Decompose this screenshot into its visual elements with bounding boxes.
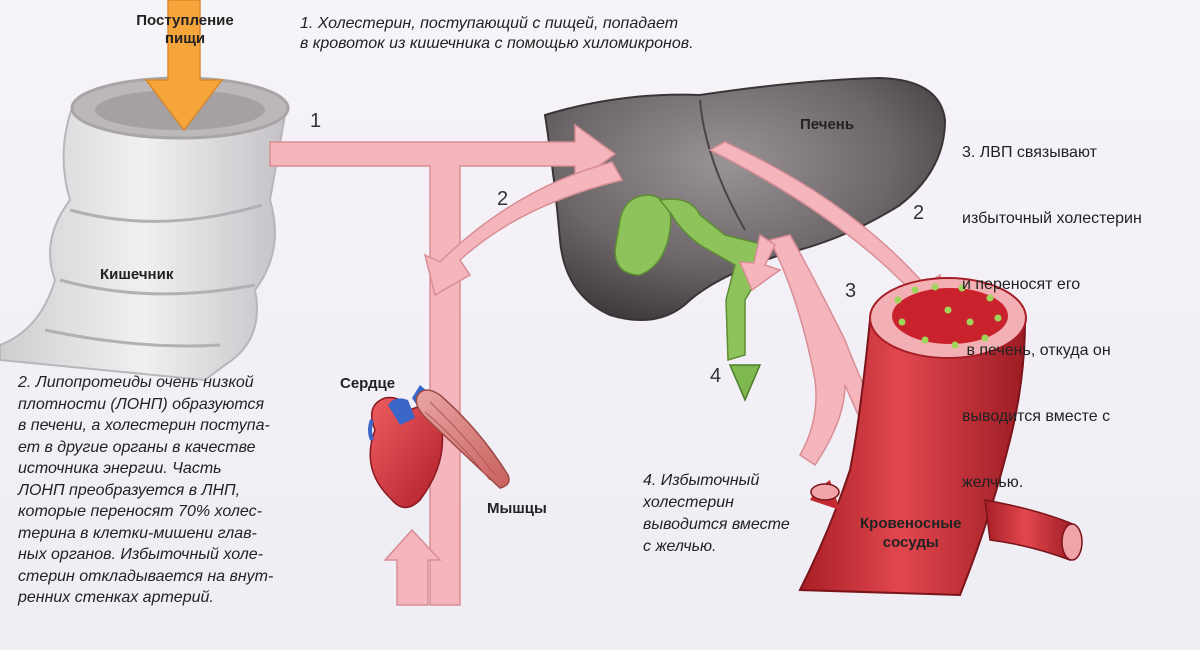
label-food-intake-line2: пищи [164, 30, 206, 47]
arrow-4-bile [738, 233, 782, 292]
note-4-line: холестерин [643, 494, 734, 511]
note-2-line: ет в другие органы в качестве [18, 438, 256, 456]
note-2-line: плотности (ЛОНП) образуются [18, 395, 265, 413]
intestine-illustration [0, 76, 290, 382]
note-2-line: 2. Липопротеиды очень низкой [18, 374, 254, 391]
note-2-line: источника энергии. Часть [18, 460, 222, 477]
note-4: 4. Избыточный холестерин выводится вмест… [643, 470, 843, 558]
label-intestine: Кишечник [100, 266, 174, 283]
label-vessels-line1: Кровеносные [860, 515, 962, 532]
number-4: 4 [710, 365, 722, 387]
note-2-line: ЛОНП преобразуется в ЛНП, [18, 481, 241, 499]
note-1-line: 1. Холестерин, поступающий с пищей, попа… [300, 15, 679, 32]
number-2-left: 2 [497, 188, 509, 210]
label-liver: Печень [800, 116, 855, 133]
label-muscles: Мышцы [487, 500, 547, 517]
note-3-line: в печень, откуда он [962, 342, 1111, 359]
label-food-intake: Поступление пищи [125, 12, 245, 48]
note-2-line: ных органов. Избыточный холе- [18, 546, 263, 563]
gallbladder-illustration [614, 194, 766, 402]
label-vessels-line2: сосуды [882, 534, 939, 551]
note-3-line: желчью. [962, 474, 1024, 491]
arrow-3-hdl [768, 234, 886, 467]
note-3-line: выводится вместе с [962, 408, 1111, 425]
label-food-intake-line1: Поступление [136, 12, 234, 29]
arrow-return [383, 528, 442, 606]
note-2-line: терина в клетки-мишени глав- [18, 524, 257, 542]
note-4-line: выводится вместе [643, 516, 790, 533]
note-3-line: 3. ЛВП связывают [962, 144, 1097, 161]
note-2-line: ренних стенках артерий. [18, 589, 214, 606]
note-3-line: и переносят его [962, 276, 1081, 293]
note-2: 2. Липопротеиды очень низкой плотности (… [18, 372, 318, 609]
note-2-line: стерин откладывается на внут- [18, 567, 274, 585]
blood-vessel-illustration [798, 277, 1083, 597]
note-3-line: избыточный холестерин [962, 210, 1142, 227]
label-heart: Сердце [340, 375, 396, 392]
number-3: 3 [845, 280, 857, 302]
note-2-line: которые переносят 70% холес- [18, 503, 262, 520]
note-1: 1. Холестерин, поступающий с пищей, попа… [300, 14, 820, 54]
arrow-2-vldl [423, 161, 624, 297]
note-2-line: в печени, а холестерин поступа- [18, 417, 270, 434]
note-3: 3. ЛВП связывают избыточный холестерин и… [962, 98, 1182, 538]
muscle-illustration [415, 389, 510, 489]
note-4-line: 4. Избыточный [643, 472, 760, 489]
note-1-line: в кровоток из кишечника с помощью хиломи… [300, 35, 694, 52]
label-vessels: Кровеносные сосуды [860, 514, 961, 552]
note-4-line: с желчью. [643, 538, 717, 555]
number-2-right: 2 [913, 202, 925, 224]
number-1: 1 [310, 110, 322, 132]
arrow-1-chylomicrons [269, 123, 617, 606]
food-intake-arrow [144, 0, 224, 132]
